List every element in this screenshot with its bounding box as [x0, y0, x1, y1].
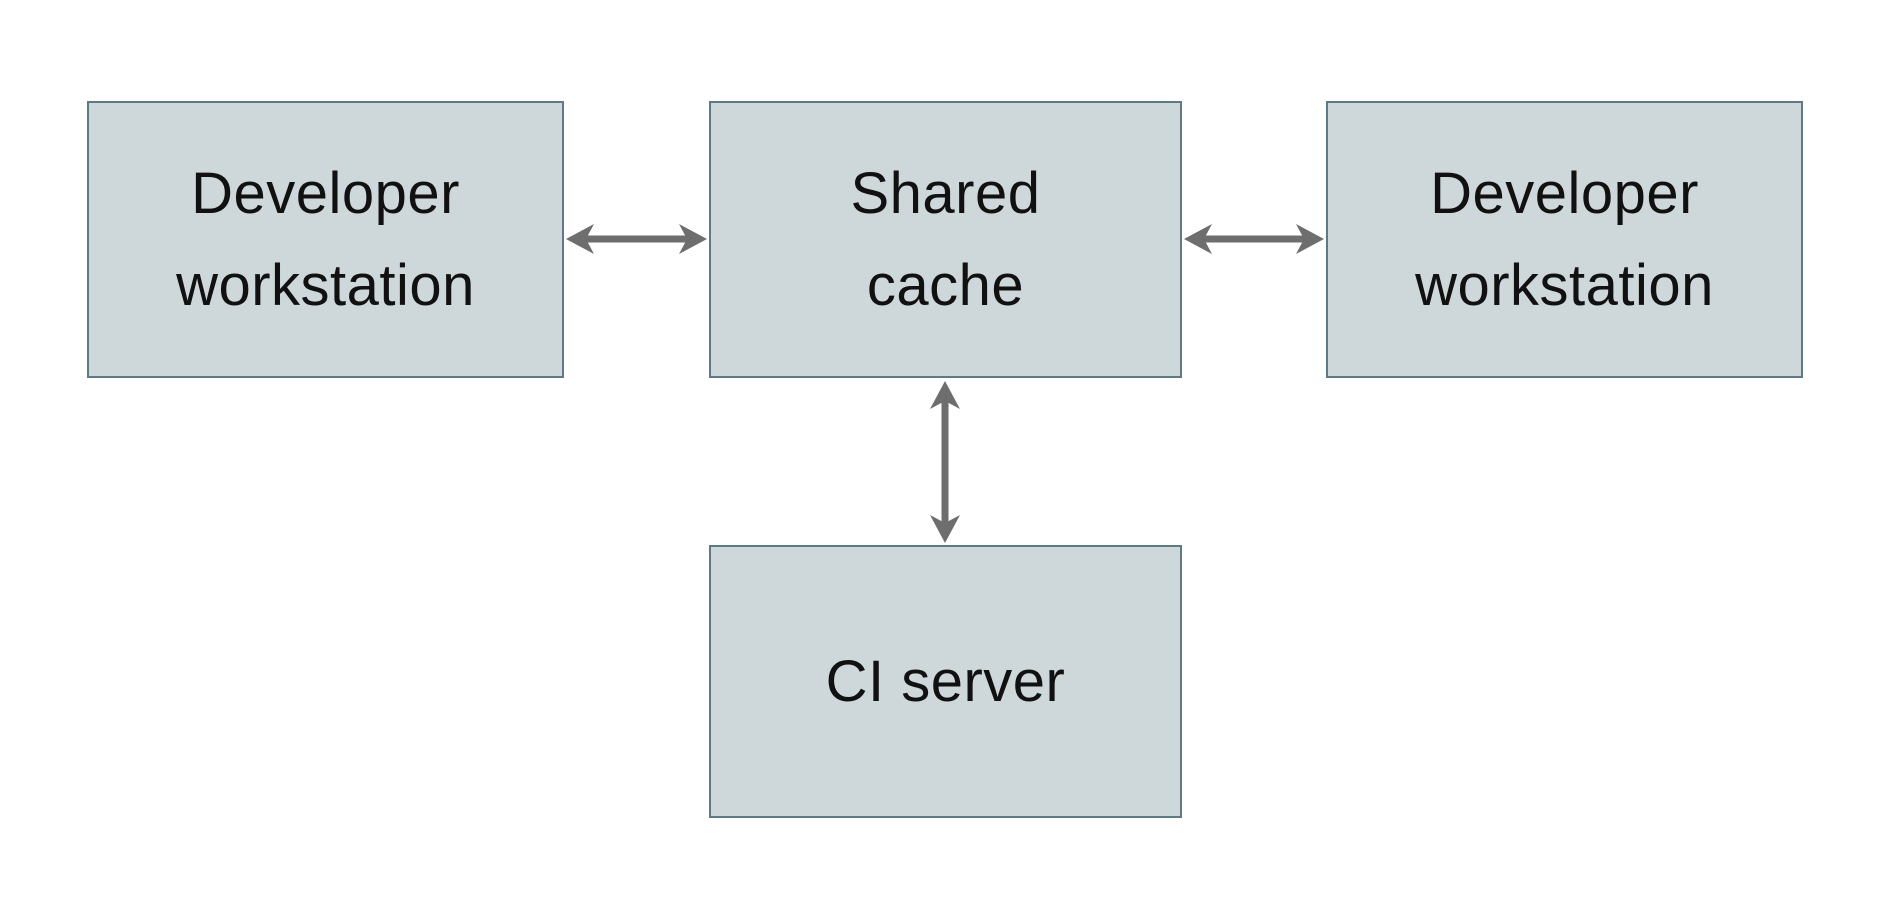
node-label-line: cache	[866, 252, 1025, 318]
node-ci-server: CI server	[709, 545, 1182, 818]
node-developer-workstation-left: Developer workstation	[87, 101, 564, 378]
double-arrow-vertical-icon	[925, 381, 965, 543]
double-arrow-right-icon	[1184, 219, 1324, 259]
node-shared-cache: Shared cache	[709, 101, 1182, 378]
node-label-line: CI server	[825, 648, 1066, 714]
node-label-line: workstation	[176, 252, 475, 318]
node-label-line: Developer	[191, 160, 460, 226]
node-label-line: Developer	[1430, 160, 1699, 226]
double-arrow-left-icon	[566, 219, 707, 259]
node-developer-workstation-right: Developer workstation	[1326, 101, 1803, 378]
node-label-line: Shared	[850, 160, 1041, 226]
node-label-line: workstation	[1415, 252, 1714, 318]
